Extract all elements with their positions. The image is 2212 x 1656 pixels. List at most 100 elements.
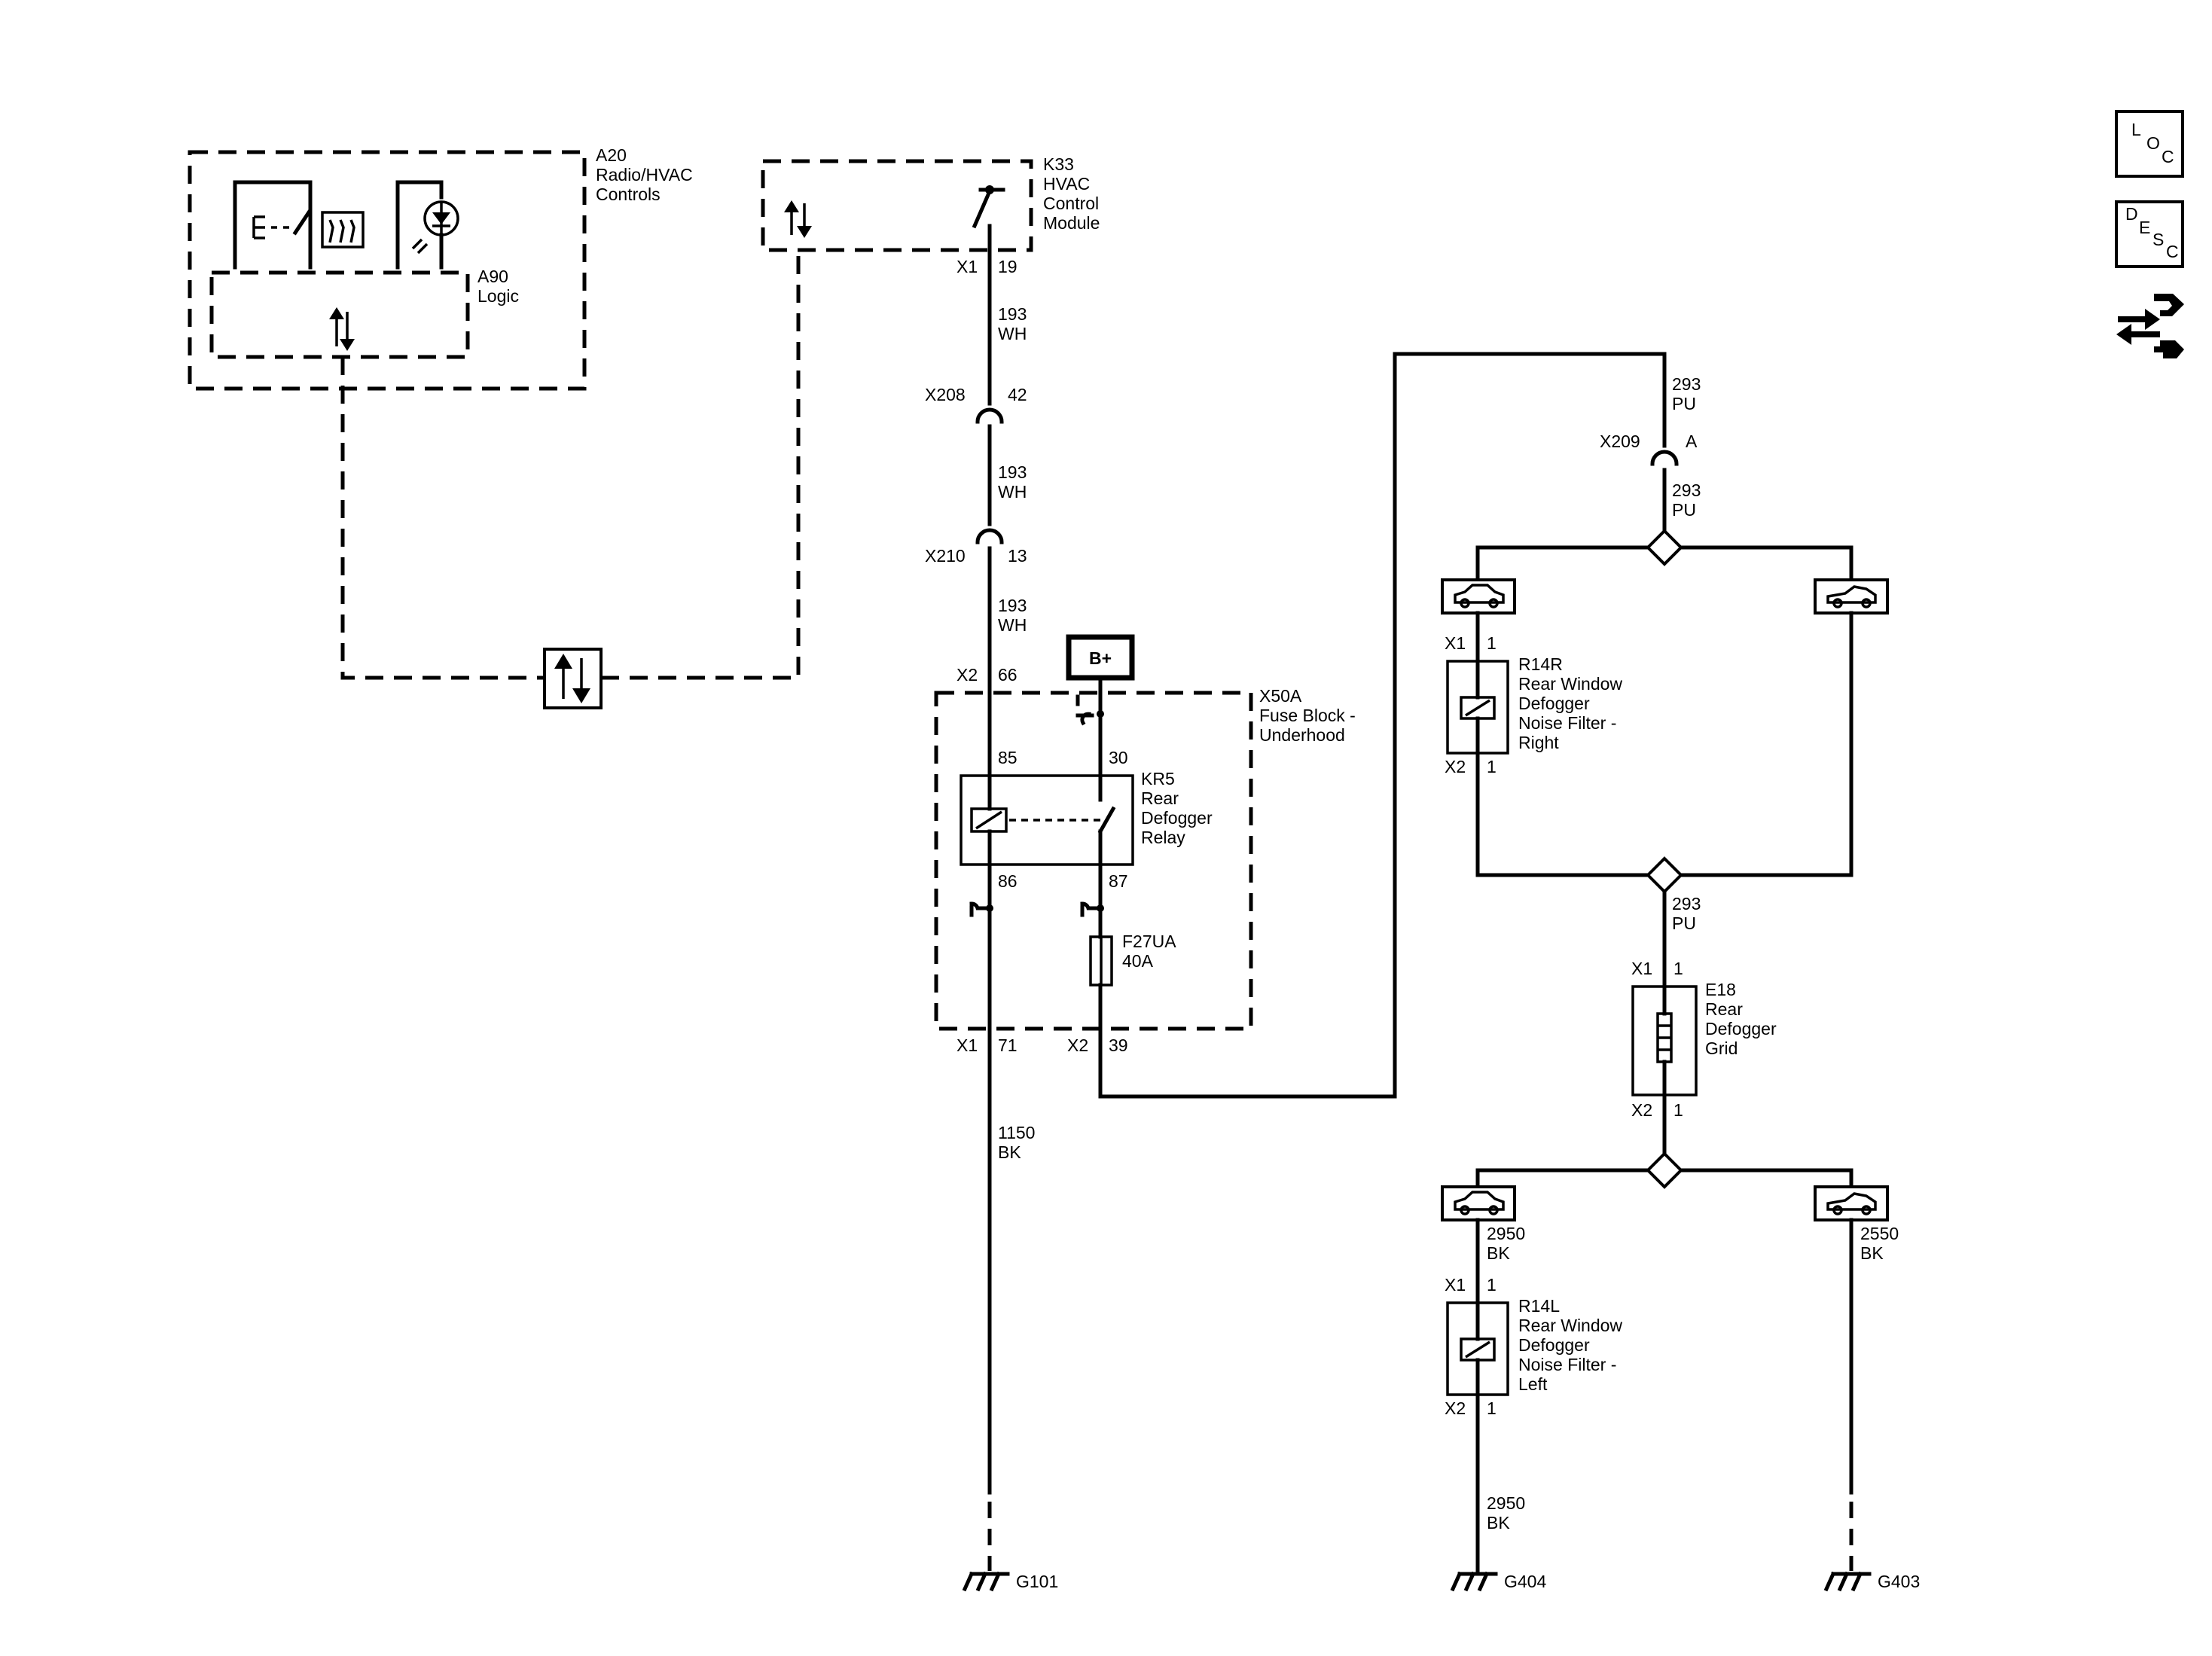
r14r-x1-connector: X1 (1445, 633, 1466, 653)
x50a-x2-pin: 66 (998, 665, 1018, 685)
x208-inline-connector[interactable] (975, 407, 1004, 439)
x208-pin: 42 (1008, 385, 1027, 404)
x50a-x2-connector: X2 (956, 665, 978, 685)
indicator-led-icon (411, 200, 459, 255)
serial-data-arrows-icon (784, 200, 812, 238)
wire-193-num: 193 (998, 304, 1027, 324)
splice-diamond (1646, 1151, 1683, 1189)
svg-text:S: S (2153, 230, 2164, 249)
kr5-label-line3: Relay (1141, 828, 1185, 847)
wire-2950-color: BK (1487, 1243, 1510, 1263)
k33-x1-pin: 19 (998, 257, 1018, 276)
convertible-option-icon (1814, 1185, 1889, 1221)
f27ua-rating: 40A (1122, 951, 1154, 971)
b-plus-label: B+ (1089, 648, 1112, 668)
e18-rear-defogger-grid[interactable] (1631, 984, 1698, 1097)
wire-2950-num: 2950 (1487, 1493, 1525, 1513)
a20-label-line2: Controls (596, 185, 661, 204)
wire-293-num: 293 (1672, 894, 1701, 913)
wire-2550-num: 2550 (1860, 1224, 1899, 1243)
e18-label-line1: Rear (1705, 999, 1743, 1019)
relay-pin-87: 87 (1109, 871, 1128, 891)
r14r-label-line4: Right (1518, 733, 1559, 752)
r14l-x2-connector: X2 (1445, 1398, 1466, 1418)
relay-pin-86: 86 (998, 871, 1018, 891)
k33-hvac-control-module[interactable] (761, 159, 1033, 252)
x50a-label-line1: Fuse Block - (1259, 706, 1356, 725)
k33-label-line1: HVAC (1043, 174, 1090, 194)
r14l-label-line1: Rear Window (1518, 1316, 1622, 1335)
ground-g101-icon (962, 1571, 1010, 1592)
x209-connector: X209 (1600, 432, 1640, 451)
ground-g403-icon (1823, 1571, 1872, 1592)
wire-193-color: WH (998, 482, 1027, 502)
serial-data-line (340, 357, 545, 680)
e18-label-id: E18 (1705, 980, 1736, 999)
e18-x2-connector: X2 (1631, 1100, 1652, 1120)
svg-text:C: C (2166, 242, 2179, 261)
r14l-x1-pin: 1 (1487, 1275, 1497, 1295)
ground-g404-label: G404 (1504, 1572, 1546, 1591)
x210-inline-connector[interactable] (975, 528, 1004, 561)
diagnostic-connector-icon[interactable] (2116, 294, 2184, 358)
kr5-label-id: KR5 (1141, 769, 1175, 788)
wire-293[interactable] (1098, 352, 1667, 1099)
loc-component-locator-button[interactable]: L O C (2115, 110, 2184, 178)
wire-193-color: WH (998, 615, 1027, 635)
r14l-label-line2: Defogger (1518, 1335, 1590, 1355)
serial-data-module-icon[interactable] (543, 648, 603, 709)
battery-positive-terminal[interactable]: B+ (1066, 634, 1135, 681)
r14l-label-line4: Left (1518, 1374, 1548, 1394)
wire-193-num: 193 (998, 462, 1027, 482)
x50a-x1-pin: 71 (998, 1035, 1018, 1055)
wire-293-num: 293 (1672, 374, 1701, 394)
r14r-x1-pin: 1 (1487, 633, 1497, 653)
desc-description-button[interactable]: D E S C (2115, 200, 2184, 268)
k33-label-line3: Module (1043, 213, 1100, 233)
r14l-label-id: R14L (1518, 1296, 1560, 1316)
kr5-label-line1: Rear (1141, 788, 1179, 808)
a90-logic[interactable] (209, 270, 470, 359)
a90-label-id: A90 (477, 267, 508, 286)
a20-radio-hvac-controls[interactable] (188, 150, 587, 391)
svg-text:D: D (2125, 204, 2138, 224)
e18-x1-pin: 1 (1673, 959, 1683, 978)
r14r-x2-connector: X2 (1445, 757, 1466, 776)
ground-g403-label: G403 (1878, 1572, 1920, 1591)
r14r-x2-pin: 1 (1487, 757, 1497, 776)
convertible-option-icon (1814, 578, 1889, 615)
sedan-option-icon (1441, 1185, 1516, 1221)
kr5-rear-defogger-relay[interactable] (960, 773, 1134, 867)
r14r-label-line3: Noise Filter - (1518, 713, 1616, 733)
sedan-option-icon (1441, 578, 1516, 615)
f27ua-label-id: F27UA (1122, 932, 1176, 951)
r14r-noise-filter-right[interactable] (1446, 659, 1509, 755)
f27ua-fuse[interactable] (1089, 935, 1113, 987)
x209-inline-connector[interactable] (1650, 450, 1679, 483)
a20-label-id: A20 (596, 145, 627, 165)
e18-label-line3: Grid (1705, 1038, 1738, 1058)
svg-text:O: O (2146, 133, 2160, 153)
x208-connector: X208 (925, 385, 966, 404)
r14l-x1-connector: X1 (1445, 1275, 1466, 1295)
e18-label-line2: Defogger (1705, 1019, 1777, 1038)
x50a-x2-39-pin: 39 (1109, 1035, 1128, 1055)
r14l-label-line3: Noise Filter - (1518, 1355, 1616, 1374)
kr5-label-line2: Defogger (1141, 808, 1213, 828)
wire-2950-num: 2950 (1487, 1224, 1525, 1243)
k33-x1-connector: X1 (956, 257, 978, 276)
ground-g101-label: G101 (1016, 1572, 1058, 1591)
x210-pin: 13 (1008, 546, 1027, 566)
wire-193-num: 193 (998, 596, 1027, 615)
rear-defrost-icon (321, 211, 365, 249)
x50a-label-line2: Underhood (1259, 725, 1345, 745)
x50a-fuse-block-underhood[interactable] (934, 691, 1253, 1031)
splice-diamond (1646, 529, 1683, 566)
r14l-noise-filter-left[interactable] (1446, 1301, 1509, 1397)
e18-x1-connector: X1 (1631, 959, 1652, 978)
wire-293-color: PU (1672, 500, 1696, 520)
a90-label-line1: Logic (477, 286, 519, 306)
svg-text:E: E (2139, 218, 2150, 237)
r14r-label-line1: Rear Window (1518, 674, 1622, 694)
k33-label-id: K33 (1043, 154, 1074, 174)
